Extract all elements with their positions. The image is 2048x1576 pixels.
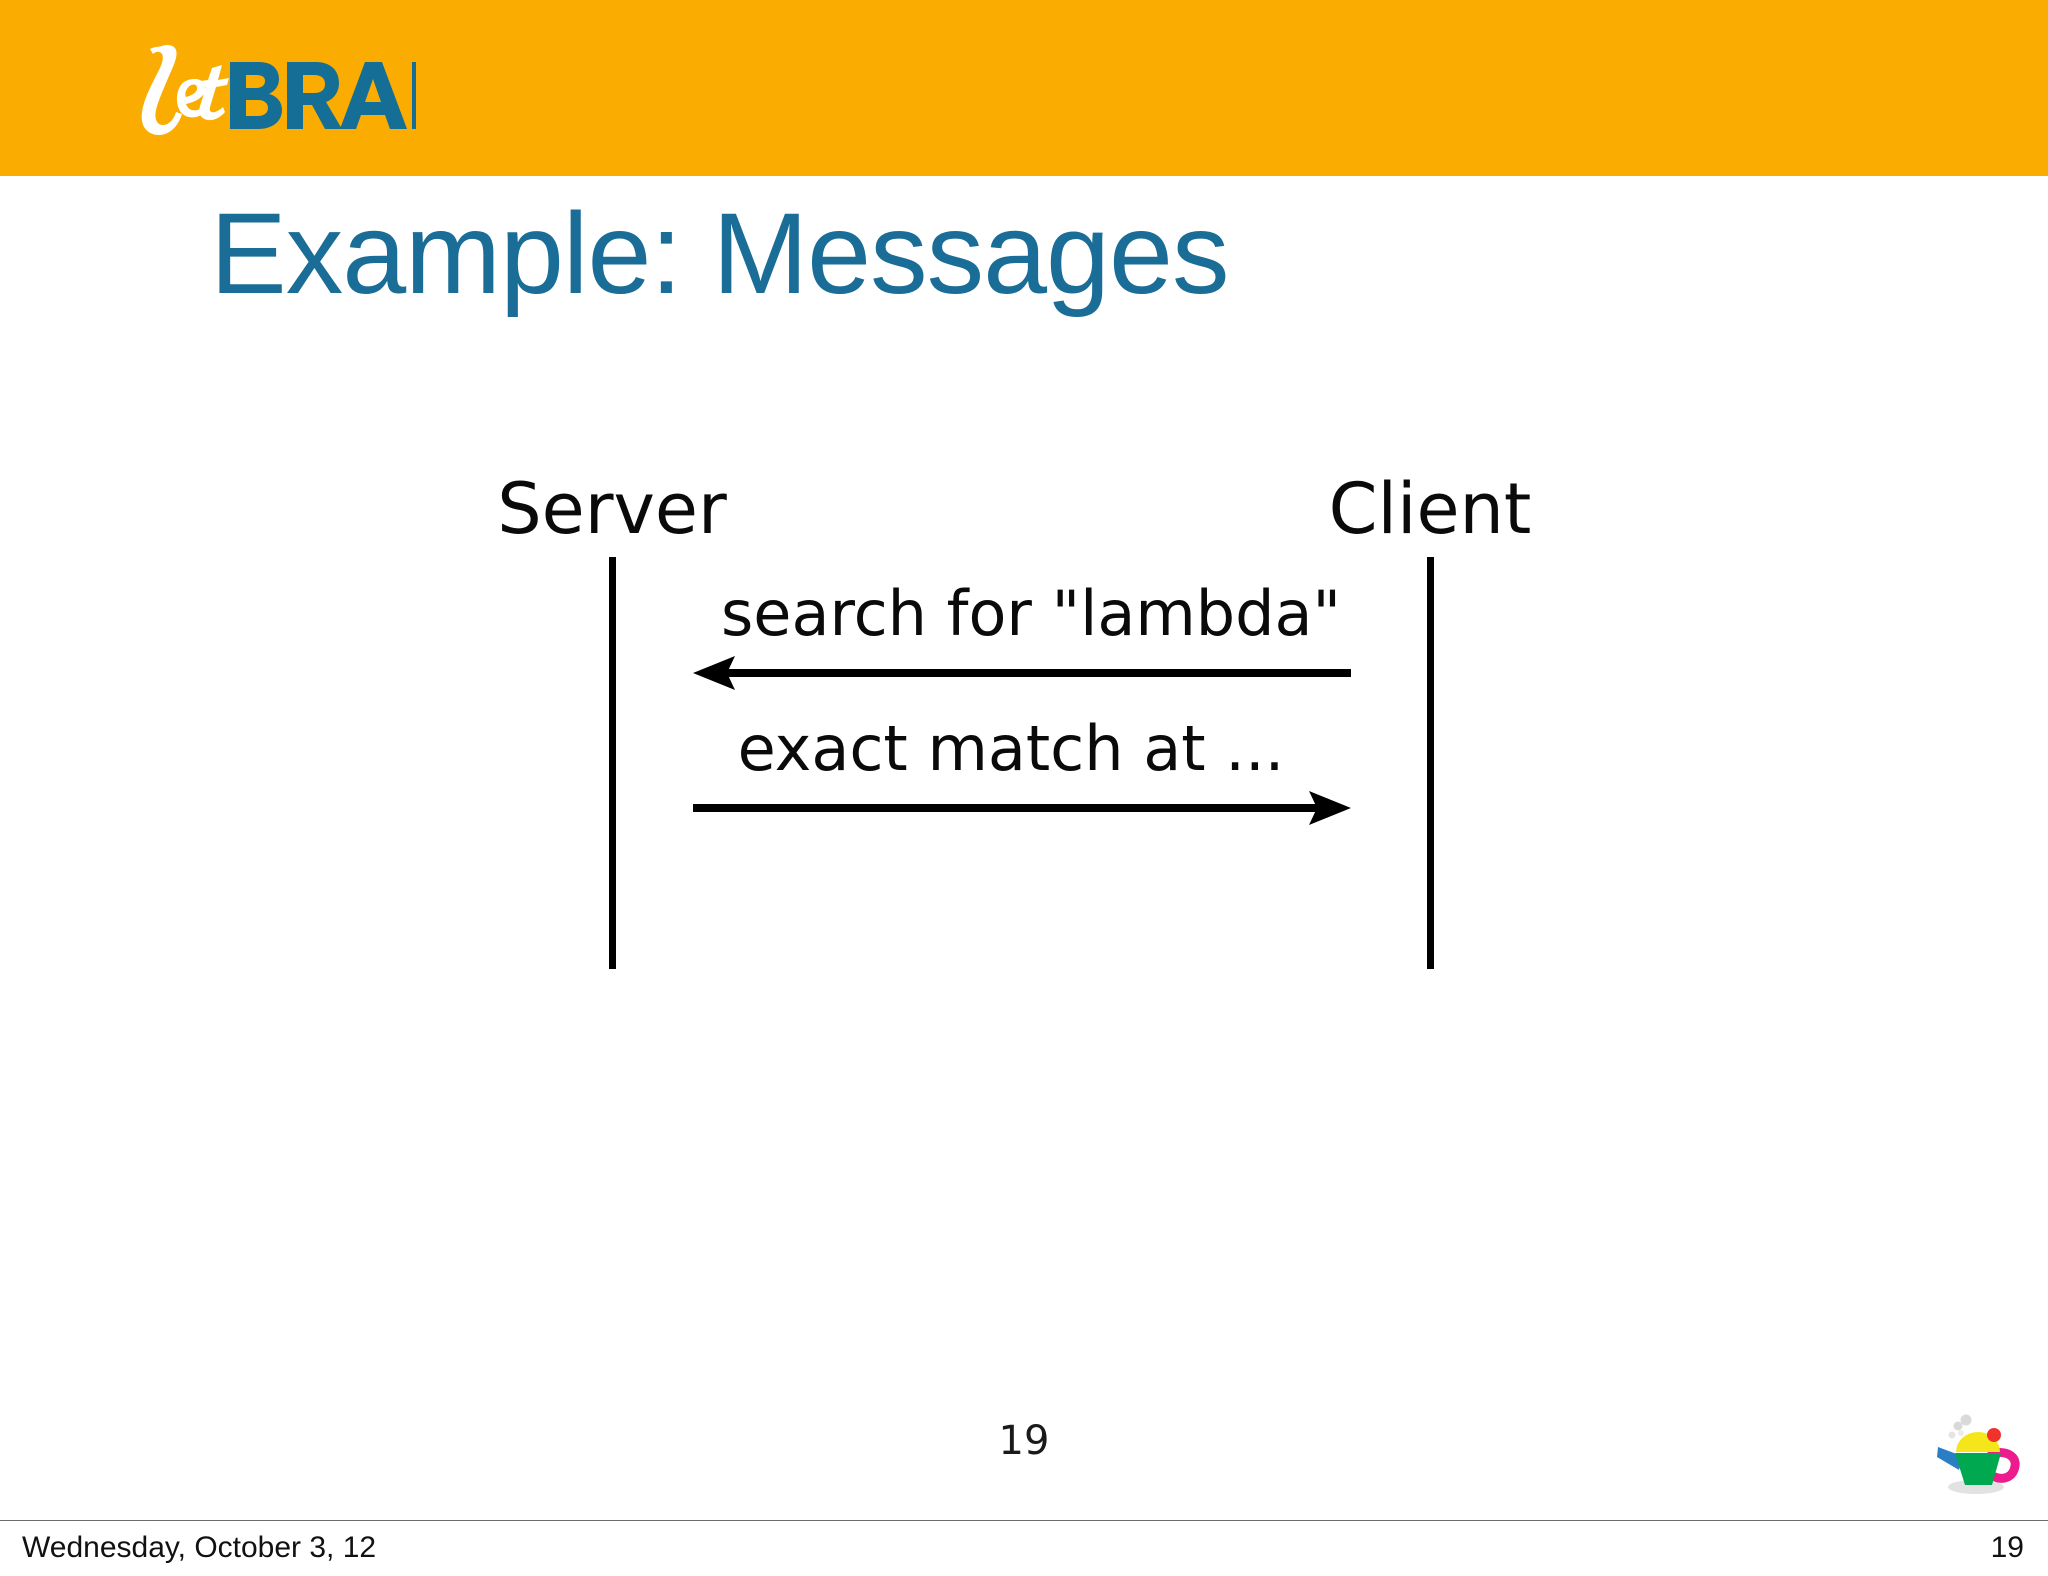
jetbrains-logo <box>126 38 416 138</box>
slide-bottom-border <box>0 1520 2048 1521</box>
message-arrow-left-icon <box>693 650 1351 696</box>
sequence-diagram: Server Client search for "lambda" exact … <box>497 468 1532 969</box>
actor-label-client: Client <box>1328 468 1532 550</box>
footer-bar <box>0 1523 2048 1576</box>
message-label-1: search for "lambda" <box>721 577 1341 650</box>
footer-date: Wednesday, October 3, 12 <box>22 1531 377 1564</box>
message-2: exact match at ... <box>693 711 1351 831</box>
footer-page-number: 19 <box>1990 1531 2024 1564</box>
message-arrow-right-icon <box>693 785 1351 831</box>
slide-canvas: Example: Messages Server Client search f… <box>0 0 2048 1521</box>
message-1: search for "lambda" <box>693 576 1351 696</box>
header-band <box>0 0 2048 176</box>
teapot-icon <box>1928 1408 2020 1500</box>
page-title: Example: Messages <box>210 190 1229 318</box>
actor-label-server: Server <box>497 468 727 550</box>
message-label-2: exact match at ... <box>737 712 1285 785</box>
lifeline-client <box>1427 557 1434 969</box>
lifeline-server <box>609 557 616 969</box>
slide-number: 19 <box>998 1418 1050 1464</box>
